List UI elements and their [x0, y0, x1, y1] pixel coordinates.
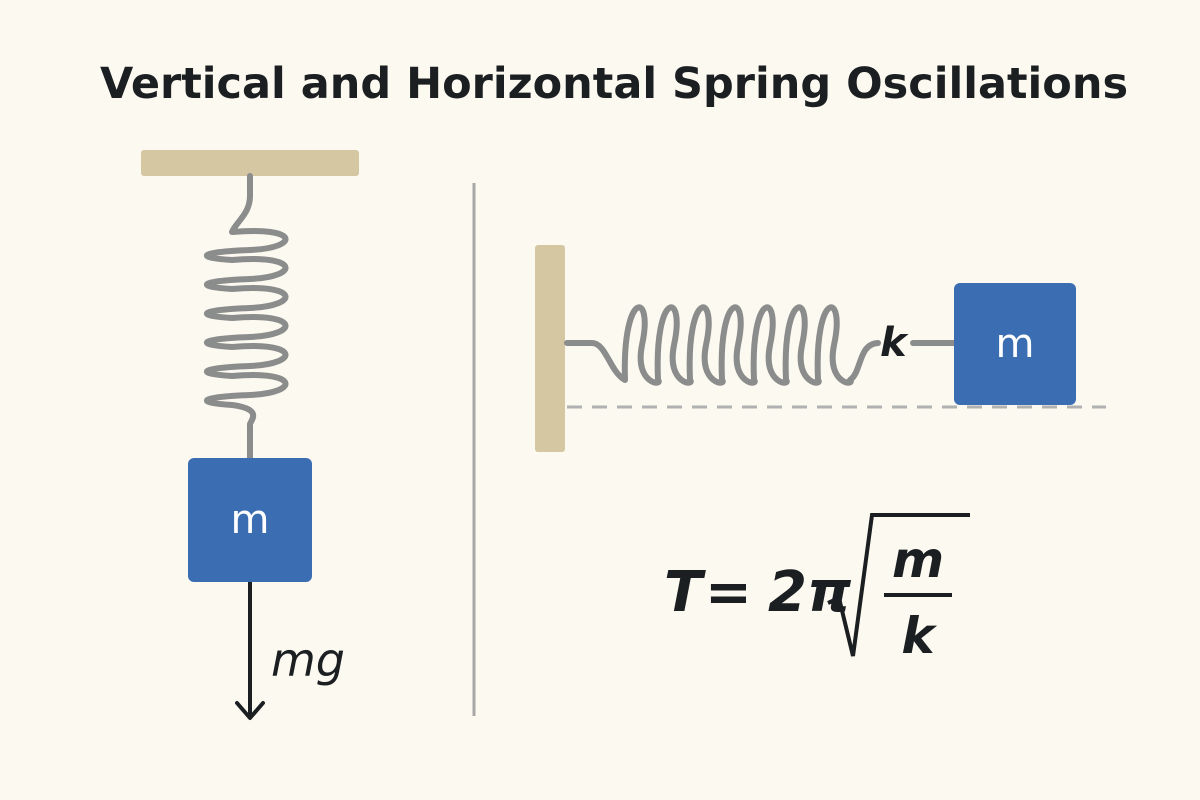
formula-equals: =: [705, 560, 752, 625]
wall-support: [535, 245, 565, 452]
vertical-mass-label: m: [231, 497, 270, 543]
horizontal-mass-label: m: [996, 321, 1035, 367]
vertical-mass-block: [188, 458, 312, 582]
horizontal-spring-system: k m: [535, 245, 1106, 452]
square-root-radical-icon: [827, 513, 970, 657]
horizontal-mass-block: [954, 283, 1076, 405]
formula-denominator: k: [901, 607, 937, 665]
gravity-force-label: mg: [271, 633, 345, 687]
vertical-spring-system: m mg: [141, 150, 359, 720]
vertical-spring: [204, 173, 289, 461]
horizontal-spring: [564, 304, 881, 386]
formula-coefficient: 2π: [768, 560, 852, 625]
formula-numerator: m: [892, 531, 944, 589]
gravity-arrow-head-icon: [235, 701, 265, 720]
ceiling-support: [141, 150, 359, 176]
spring-constant-label: k: [880, 320, 909, 366]
formula-lhs: T: [664, 560, 706, 625]
diagram-title: Vertical and Horizontal Spring Oscillati…: [100, 59, 1128, 109]
period-formula: T = 2π m k: [664, 513, 970, 665]
